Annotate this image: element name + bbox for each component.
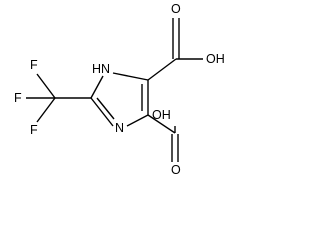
bond-c4-n3: [126, 114, 149, 127]
bond-n3-c2-inner: [96, 97, 115, 120]
atom-label-o-top: O: [171, 2, 181, 16]
atom-label-f-bottom: F: [30, 123, 38, 137]
atom-label-o-bottom: O: [171, 163, 181, 177]
bond-c4-cooh: [147, 114, 176, 134]
bond-cf3-f-top: [36, 73, 56, 99]
structure-diagram: HN N F F F OH O OH O: [14, 2, 225, 177]
bond-c2-nh: [90, 75, 104, 99]
atom-label-nh: HN: [92, 62, 110, 76]
atom-label-f-left: F: [14, 91, 22, 105]
bond-cf3-f-bottom: [36, 97, 56, 123]
bond-c5-cooh: [147, 58, 177, 81]
atom-label-n-ring: N: [115, 121, 124, 135]
atom-label-f-top: F: [30, 58, 38, 72]
atom-label-oh-bottom: OH: [152, 108, 171, 122]
atom-label-oh-top: OH: [206, 52, 225, 66]
bond-n3-c2: [90, 97, 114, 127]
bond-nh-c5: [112, 72, 149, 81]
